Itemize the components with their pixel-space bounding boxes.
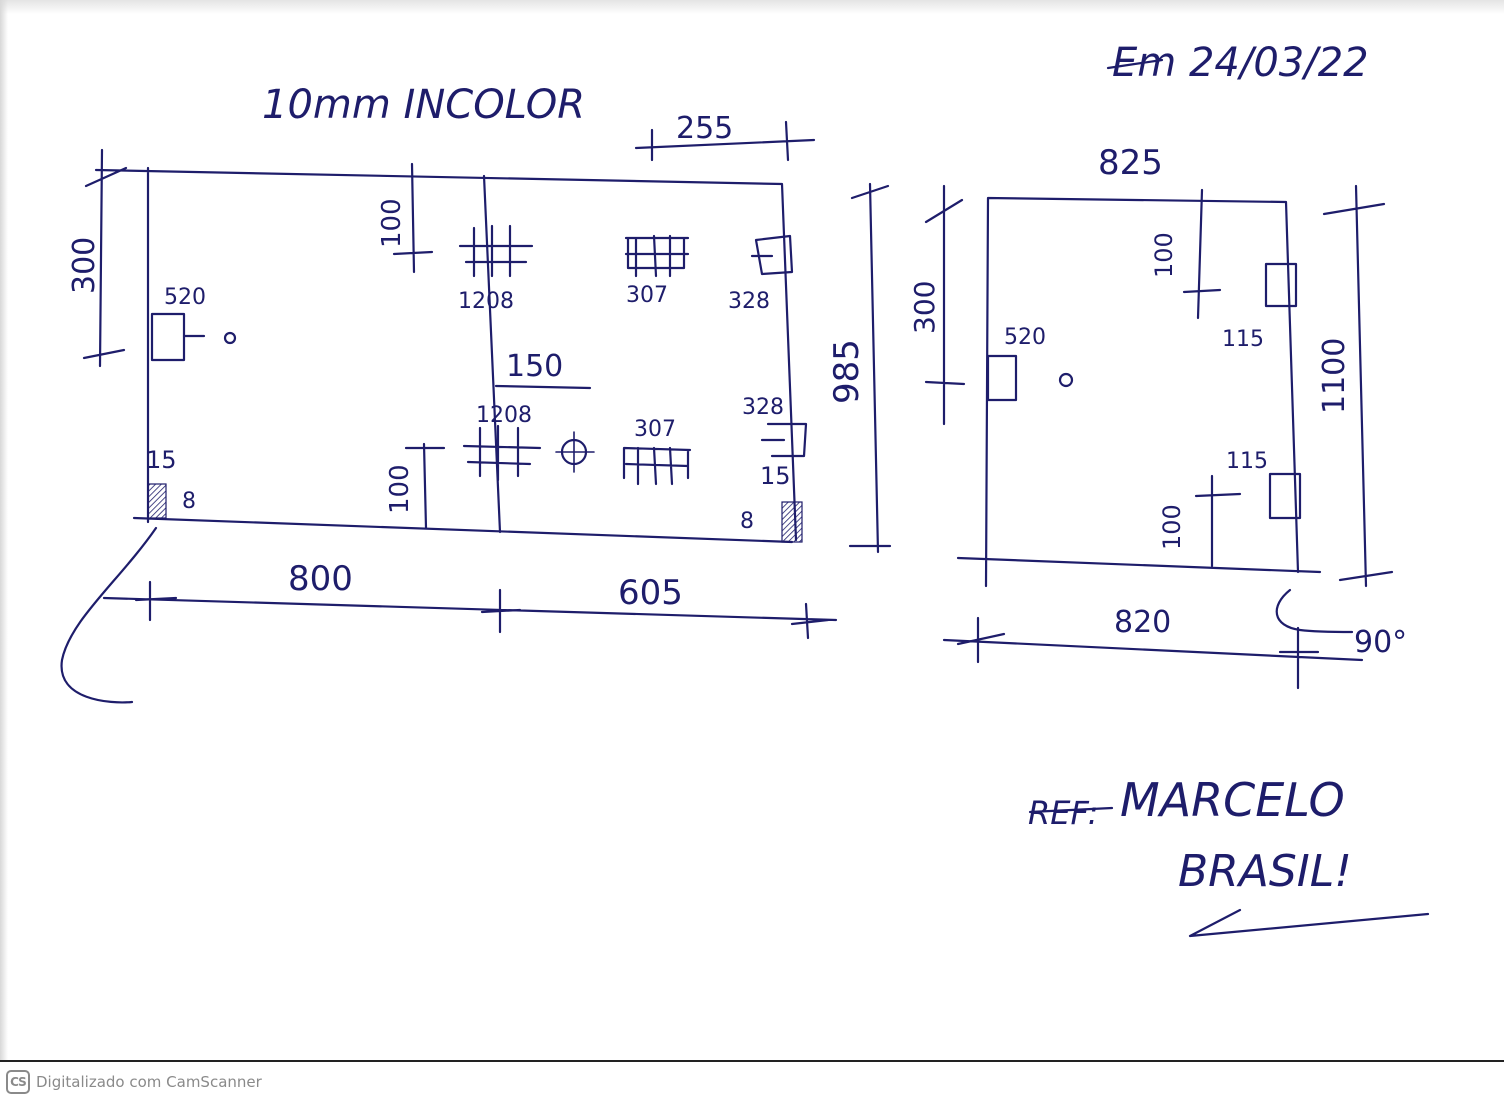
dim-100-right-top-line <box>1182 188 1222 320</box>
hw-328-bottom-label: 328 <box>742 395 784 420</box>
center-hole <box>555 431 595 473</box>
dim-100-right-top-label: 100 <box>1150 232 1178 278</box>
dim-100-top-line <box>392 162 434 274</box>
hw-520-hinge <box>150 312 186 362</box>
dim-150-line <box>494 384 592 390</box>
signature-name-line1: MARCELO <box>1120 773 1345 827</box>
hw-115-top-label: 115 <box>1222 327 1264 352</box>
signature-block: REF: MARCELO BRASIL! <box>1028 773 1430 938</box>
hw-1208-top-fitting <box>458 224 534 278</box>
hw-520-right-hinge <box>986 354 1018 402</box>
hw-307-top-label: 307 <box>626 283 668 308</box>
dim-bottom-line <box>102 580 838 640</box>
scan-top-shadow <box>0 0 1504 14</box>
hw-307-top-fitting <box>624 234 690 278</box>
dim-8-left-label: 8 <box>182 489 196 514</box>
panel-right: 825 300 100 100 1100 520 115 115 <box>908 143 1407 690</box>
hw-520-right-hole <box>1058 372 1074 388</box>
date-strike <box>1106 58 1164 70</box>
corner-arc <box>60 526 158 704</box>
dim-300-right-label: 300 <box>908 281 941 334</box>
corner-notch-right <box>781 501 803 543</box>
dim-985-line <box>848 182 892 554</box>
glass-spec-title: 10mm INCOLOR <box>262 82 585 128</box>
dim-15-left-label: 15 <box>146 446 177 474</box>
dim-1100-label: 1100 <box>1317 338 1352 414</box>
dim-300-right-line <box>924 184 966 426</box>
scan-left-shadow <box>0 0 8 1060</box>
ref-label: REF: <box>1028 794 1099 832</box>
dim-100-top-label: 100 <box>377 198 407 248</box>
hw-520-label: 520 <box>164 285 206 310</box>
date-stamp: Em 24/03/22 <box>1112 40 1369 86</box>
dim-985-label: 985 <box>827 339 867 404</box>
panel-left: 255 300 100 100 985 150 520 <box>60 111 892 704</box>
hand-sketch-drawing: 10mm INCOLOR Em 24/03/22 255 300 100 100… <box>60 40 1430 938</box>
camscanner-footer: CS Digitalizado com CamScanner <box>6 1069 262 1095</box>
hw-1208-bottom-label: 1208 <box>476 403 532 428</box>
hw-307-bottom-fitting <box>622 446 692 486</box>
dim-150-label: 150 <box>506 349 563 384</box>
dim-100-right-bottom-line <box>1194 474 1242 568</box>
signature-name-line2: BRASIL! <box>1178 846 1352 897</box>
dim-820-line <box>942 616 1364 690</box>
hw-520-right-label: 520 <box>1004 325 1046 350</box>
dim-15-right-label: 15 <box>760 462 791 490</box>
camscanner-logo: CS <box>6 1070 30 1094</box>
panel-left-outline <box>94 166 798 544</box>
dim-300-line <box>82 148 128 368</box>
angle-arc <box>1275 588 1354 634</box>
hw-328-top-label: 328 <box>728 289 770 314</box>
hw-520-hole <box>223 331 237 345</box>
hw-1208-bottom-fitting <box>462 424 542 482</box>
hw-328-bottom-fitting <box>760 422 808 458</box>
dim-100-right-bottom-label: 100 <box>1158 504 1186 550</box>
hw-328-top-fitting <box>750 234 794 276</box>
dim-255-line <box>634 120 816 162</box>
hw-307-bottom-label: 307 <box>634 417 676 442</box>
camscanner-text: Digitalizado com CamScanner <box>36 1073 262 1091</box>
dim-825-label: 825 <box>1098 143 1163 183</box>
panel-right-outline <box>956 196 1322 588</box>
hw-115-top-hinge <box>1264 262 1298 308</box>
dim-255-label: 255 <box>676 111 733 146</box>
dim-820-label: 820 <box>1114 605 1171 640</box>
signature-underline <box>1188 908 1430 938</box>
dim-605-label: 605 <box>618 573 683 613</box>
dim-8-right-label: 8 <box>740 509 754 534</box>
hw-115-bottom-label: 115 <box>1226 449 1268 474</box>
dim-800-label: 800 <box>288 559 353 599</box>
hw-1208-top-label: 1208 <box>458 289 514 314</box>
dim-100-bottom-line <box>404 442 446 530</box>
sheet-bottom-edge <box>0 1060 1504 1062</box>
angle-label: 90° <box>1354 625 1407 660</box>
corner-notch-left <box>147 483 167 519</box>
dim-100-bottom-label: 100 <box>385 464 415 514</box>
hw-115-bottom-hinge <box>1268 472 1302 520</box>
dim-300-label: 300 <box>67 237 102 294</box>
dim-1100-line <box>1322 184 1394 588</box>
